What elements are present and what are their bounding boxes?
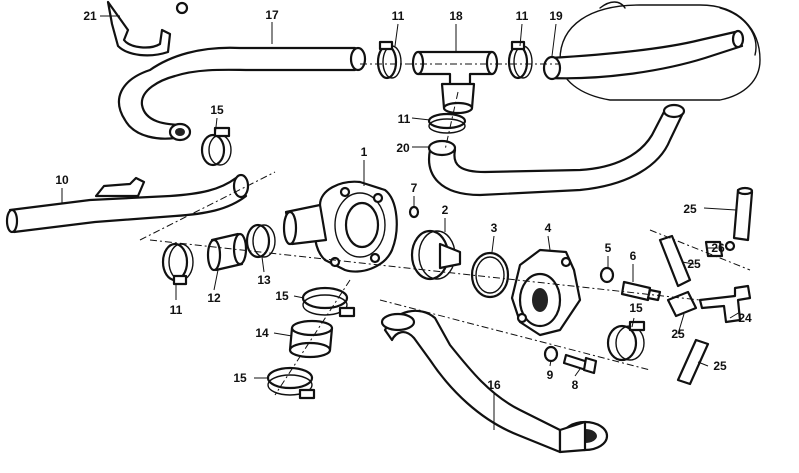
housing-cover-4 <box>510 248 582 337</box>
callout-labels: 21 17 11 18 11 19 15 11 20 1 10 7 2 3 4 … <box>55 8 752 392</box>
assembly-axis-left <box>139 171 276 241</box>
hose-20 <box>427 103 686 197</box>
sleeve-12 <box>206 232 248 272</box>
hose-connector-26 <box>704 240 736 258</box>
callout-10: 10 <box>55 173 69 187</box>
pipe-10 <box>5 173 250 234</box>
washer-5 <box>599 266 615 284</box>
callout-26: 26 <box>711 241 725 255</box>
assembly-axis-right <box>649 229 751 271</box>
bolt-8 <box>562 353 598 375</box>
o-ring-3 <box>470 251 510 299</box>
small-hose-25-bottom <box>676 338 710 386</box>
callout-20: 20 <box>396 141 410 155</box>
small-hose-25-top <box>732 186 754 242</box>
callout-5: 5 <box>605 241 612 255</box>
callout-3: 3 <box>491 221 498 235</box>
callout-7: 7 <box>411 181 418 195</box>
expansion-tank <box>559 1 761 101</box>
clamp-15-low <box>266 366 316 400</box>
tee-fitting-18 <box>411 50 499 115</box>
callout-25: 25 <box>687 257 701 271</box>
thermostat-2 <box>410 229 462 281</box>
callout-18: 18 <box>449 9 463 23</box>
callout-21: 21 <box>83 9 97 23</box>
callout-15: 15 <box>275 289 289 303</box>
callout-12: 12 <box>207 291 221 305</box>
callout-19: 19 <box>549 9 563 23</box>
leader-lines <box>61 15 741 430</box>
callout-2: 2 <box>442 203 449 217</box>
assembly-axis-main <box>149 239 701 301</box>
callout-15: 15 <box>233 371 247 385</box>
bracket-21 <box>106 0 189 57</box>
ring-13 <box>245 223 276 259</box>
assembly-axis-hose16 <box>379 299 651 371</box>
clamp-11-tee-bottom <box>427 112 467 134</box>
callout-24: 24 <box>738 311 752 325</box>
callout-11: 11 <box>398 112 411 126</box>
clamp-15-right <box>606 320 646 362</box>
callout-25: 25 <box>683 202 697 216</box>
callout-25: 25 <box>713 359 727 373</box>
clamp-15-upper <box>200 126 232 167</box>
washer-7 <box>408 205 420 219</box>
hose-19 <box>542 29 745 81</box>
callout-16: 16 <box>487 378 501 392</box>
callout-11: 11 <box>516 9 529 23</box>
clamp-15-mid <box>301 286 356 318</box>
washer-9 <box>543 345 559 363</box>
clamp-11-left <box>376 40 402 80</box>
callout-14: 14 <box>255 326 269 340</box>
small-hose-25-lower <box>666 290 698 318</box>
callout-17: 17 <box>265 8 279 22</box>
callout-11: 11 <box>170 303 183 317</box>
clamp-11-right <box>507 40 533 80</box>
callout-13: 13 <box>257 273 271 287</box>
temperature-sender-6 <box>620 280 662 302</box>
callout-8: 8 <box>572 378 579 392</box>
callout-15: 15 <box>210 103 224 117</box>
clamp-11-lower <box>161 242 194 286</box>
small-hose-25-mid <box>658 234 692 288</box>
callout-9: 9 <box>547 368 554 382</box>
hose-17 <box>117 46 367 142</box>
callout-25: 25 <box>671 327 685 341</box>
callout-4: 4 <box>545 221 552 235</box>
callout-15: 15 <box>629 301 643 315</box>
hose-16 <box>380 309 609 454</box>
thermostat-housing-1 <box>282 180 398 273</box>
callout-1: 1 <box>361 145 368 159</box>
callout-6: 6 <box>630 249 637 263</box>
assembly-axis-tee <box>444 91 459 151</box>
callout-11: 11 <box>392 9 405 23</box>
